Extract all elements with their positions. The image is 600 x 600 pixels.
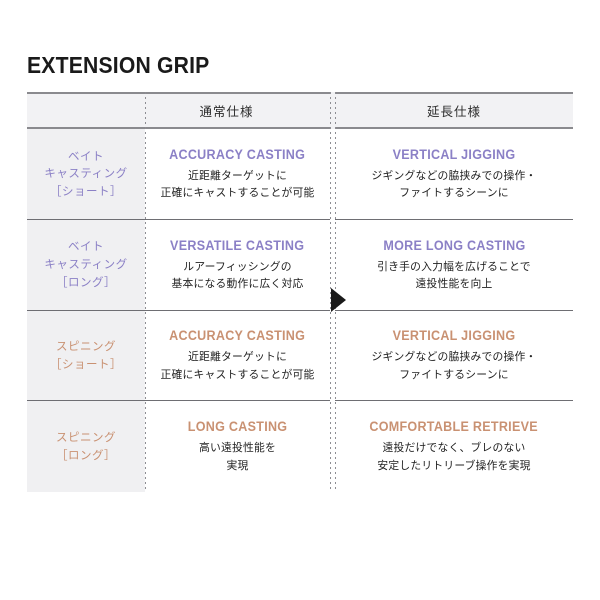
right-triangle-icon <box>331 288 346 312</box>
cell-title: VERSATILE CASTING <box>170 237 305 253</box>
cell-title: ACCURACY CASTING <box>169 328 306 344</box>
cell-description-line: 遠投だけでなく、ブレのない <box>382 441 526 455</box>
cell-description-line: 引き手の入力幅を広げることで <box>377 259 531 273</box>
divider-label-content <box>145 92 146 492</box>
row-label-cell: ベイトキャスティング ［ロング］ <box>27 219 145 311</box>
row-label-line: ［ロング］ <box>56 447 116 462</box>
cell-normal: LONG CASTING 高い遠投性能を実現 <box>145 401 330 492</box>
cell-extended: COMFORTABLE RETRIEVE 遠投だけでなく、ブレのない安定したリトリ… <box>335 401 573 492</box>
cell-description-line: ファイトするシーンに <box>399 367 509 381</box>
table-header-row: 通常仕様 延長仕様 <box>27 92 573 129</box>
cell-description-line: 正確にキャストすることが可能 <box>160 186 315 200</box>
row-label-line: スピニング <box>56 339 116 354</box>
cell-title: LONG CASTING <box>187 419 288 435</box>
cell-normal: VERSATILE CASTING ルアーフィッシングの基本になる動作に広く対応 <box>145 219 330 311</box>
cell-description-line: 高い遠投性能を <box>199 441 276 455</box>
row-label-line: キャスティング <box>44 166 128 181</box>
cell-extended: MORE LONG CASTING 引き手の入力幅を広げることで遠投性能を向上 <box>335 219 573 311</box>
cell-title: COMFORTABLE RETRIEVE <box>369 419 539 435</box>
header-gutter <box>330 92 335 129</box>
cell-description-line: 安定したリトリーブ操作を実現 <box>377 458 531 472</box>
cell-description-line: 遠投性能を向上 <box>415 277 493 291</box>
cell-title: ACCURACY CASTING <box>169 146 306 162</box>
cell-description-line: ファイトするシーンに <box>399 186 509 200</box>
cell-extended: VERTICAL JIGGING ジギングなどの脇挟みでの操作・ファイトするシーン… <box>335 129 573 220</box>
header-segment-normal: 通常仕様 <box>27 92 330 129</box>
row-label-line: ［ショート］ <box>50 184 122 199</box>
row-label-line: ベイト <box>68 148 104 163</box>
cell-description-line: ジギングなどの脇挟みでの操作・ <box>371 168 537 182</box>
cell-description-line: ルアーフィッシングの <box>183 259 292 273</box>
row-label-line: キャスティング <box>44 257 128 272</box>
cell-normal: ACCURACY CASTING 近距離ターゲットに正確にキャストすることが可能 <box>145 310 330 402</box>
cell-description-line: 正確にキャストすることが可能 <box>160 367 315 381</box>
table-row: スピニング ［ショート］ ACCURACY CASTING 近距離ターゲットに正確にキ… <box>27 310 573 402</box>
cell-normal: ACCURACY CASTING 近距離ターゲットに正確にキャストすることが可能 <box>145 129 330 220</box>
cell-title: VERTICAL JIGGING <box>392 146 516 162</box>
cell-description-line: 近距離ターゲットに <box>188 168 287 182</box>
cell-description-line: 近距離ターゲットに <box>188 350 287 364</box>
table-row: ベイトキャスティング ［ロング］ VERSATILE CASTING ルアーフィッシン… <box>27 219 573 311</box>
table-row: ベイトキャスティング ［ショート］ ACCURACY CASTING 近距離ターゲット… <box>27 129 573 220</box>
cell-title: VERTICAL JIGGING <box>392 328 516 344</box>
row-label-cell: スピニング ［ロング］ <box>27 401 145 492</box>
row-label-line: ［ロング］ <box>56 275 116 290</box>
row-label-line: スピニング <box>56 429 116 444</box>
header-label-normal: 通常仕様 <box>199 104 254 119</box>
page-title: EXTENSION GRIP <box>27 52 210 78</box>
cell-title: MORE LONG CASTING <box>382 237 526 253</box>
cell-description-line: ジギングなどの脇挟みでの操作・ <box>371 350 537 364</box>
cell-description-line: 実現 <box>226 458 249 472</box>
spec-comparison-table: 通常仕様 延長仕様 ベイトキャスティング［ショート］ACCURACY CASTI… <box>27 92 573 492</box>
header-segment-extended: 延長仕様 <box>335 92 573 129</box>
row-label-line: ［ショート］ <box>50 356 122 371</box>
table-row: スピニング ［ロング］ LONG CASTING 高い遠投性能を実現 COMFORTAB… <box>27 401 573 492</box>
row-label-cell: ベイトキャスティング ［ショート］ <box>27 129 145 220</box>
cell-extended: VERTICAL JIGGING ジギングなどの脇挟みでの操作・ファイトするシーン… <box>335 310 573 402</box>
row-label-cell: スピニング ［ショート］ <box>27 310 145 402</box>
table-grid: 通常仕様 延長仕様 ベイトキャスティング［ショート］ACCURACY CASTI… <box>27 92 573 492</box>
divider-normal-gutter <box>330 92 331 492</box>
header-label-extended: 延長仕様 <box>426 104 481 119</box>
row-label-line: ベイト <box>68 239 104 254</box>
cell-description-line: 基本になる動作に広く対応 <box>171 277 304 291</box>
